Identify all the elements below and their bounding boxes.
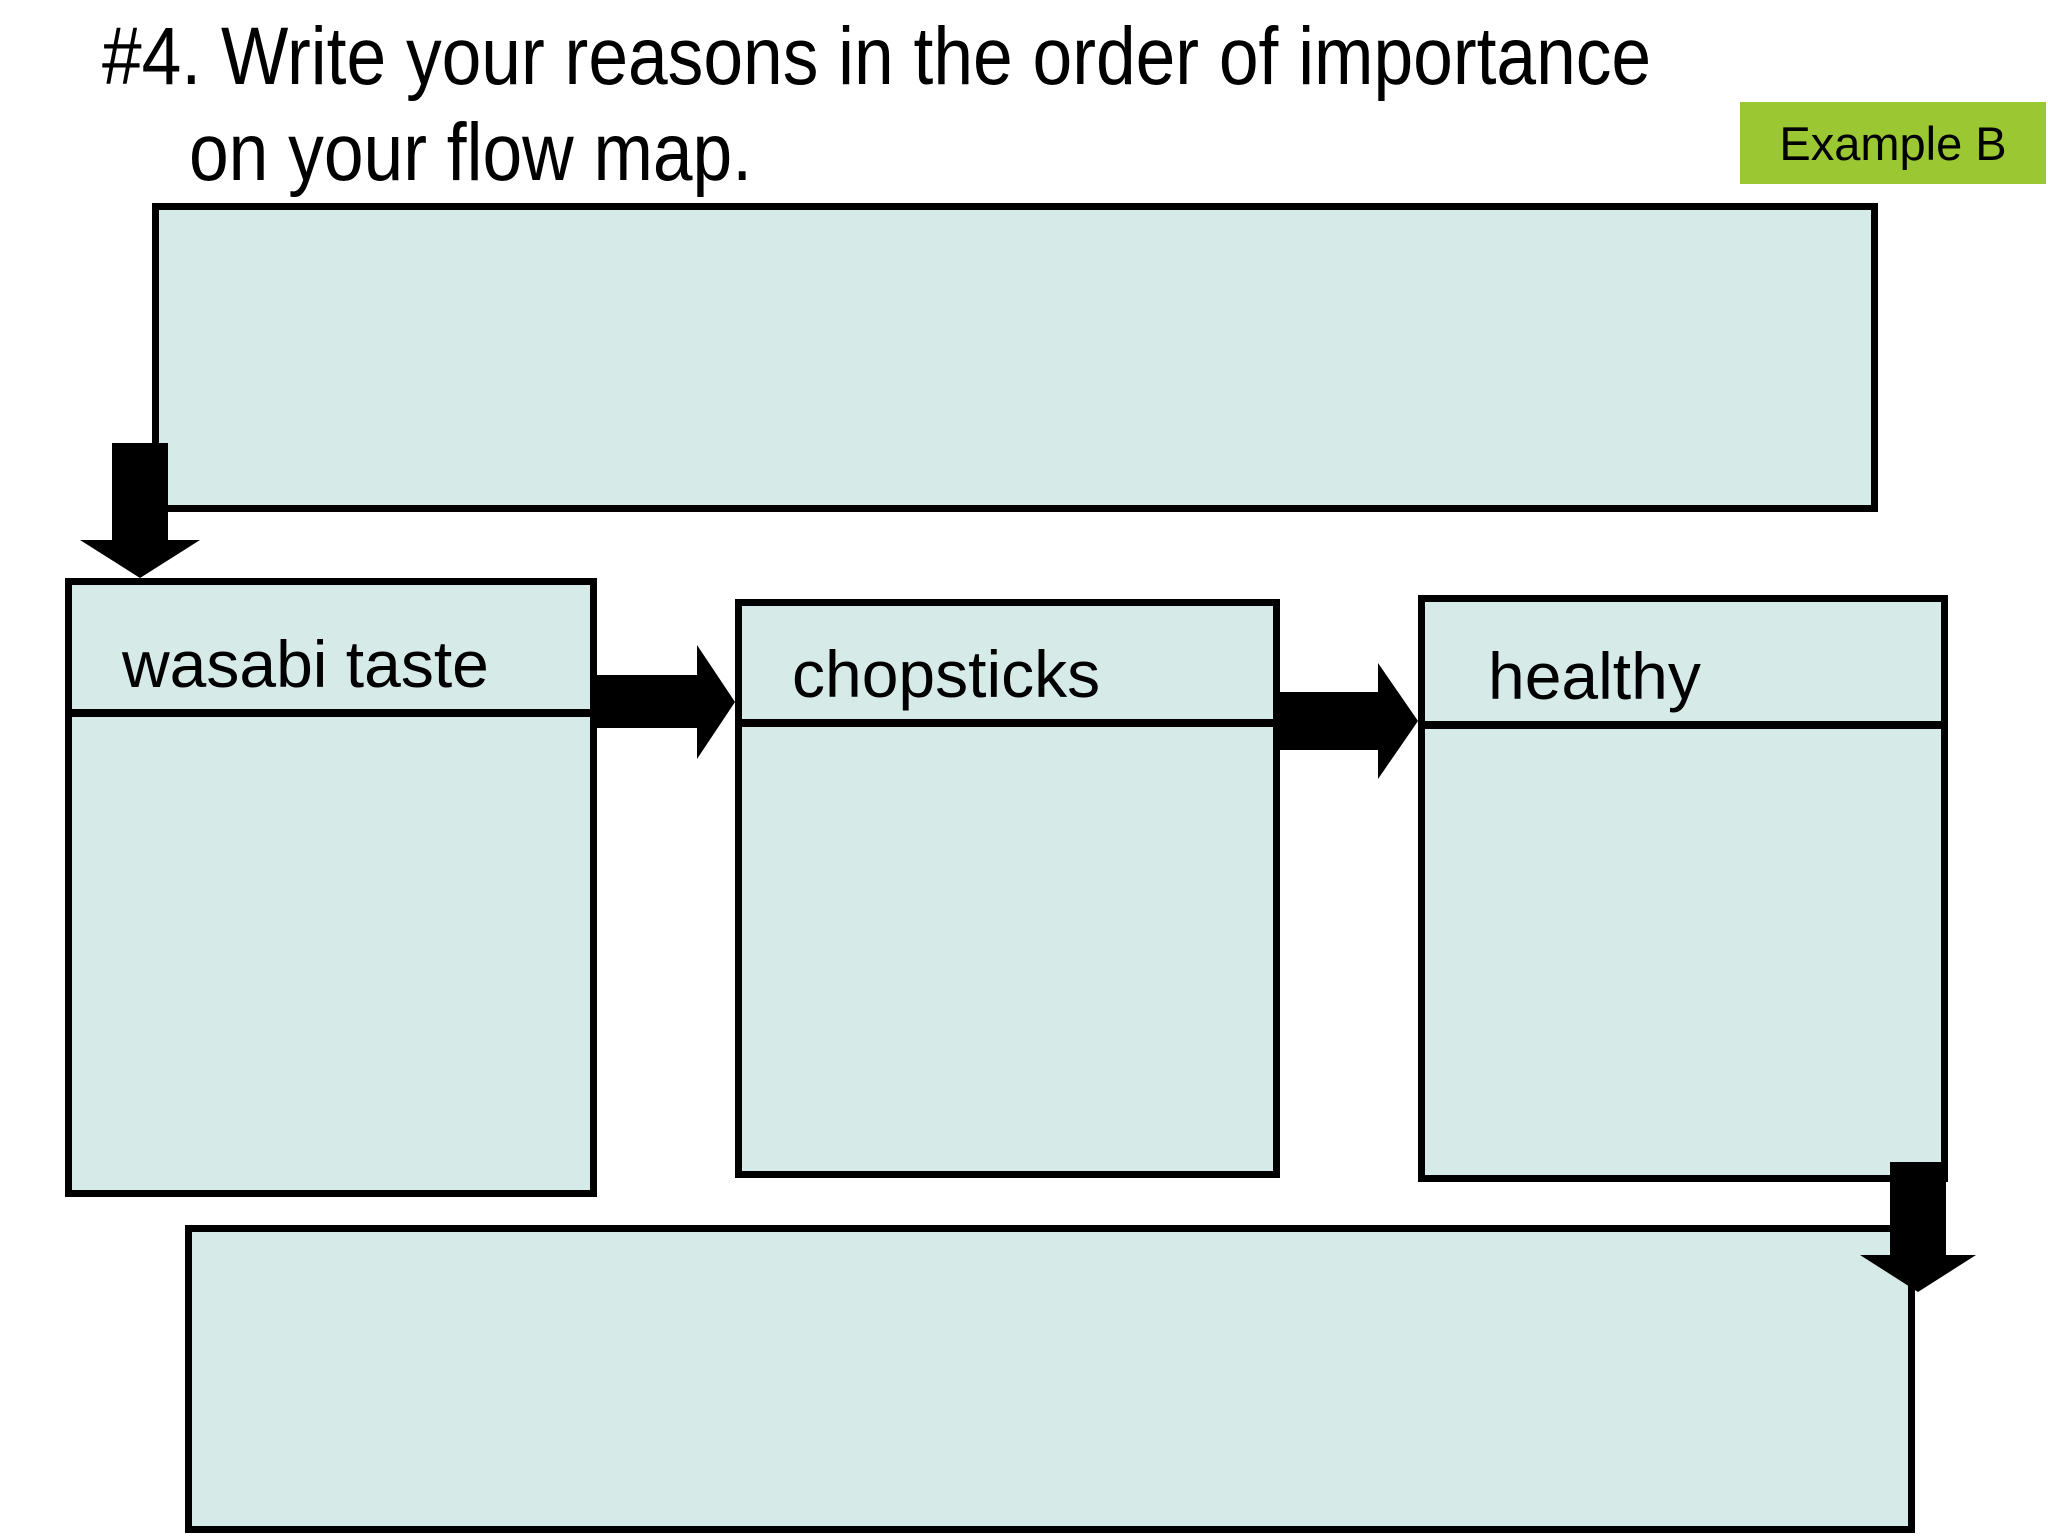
flow-box-wasabi-taste: wasabi taste [65, 578, 597, 1197]
slide-title-line2: on your flow map. [189, 107, 753, 198]
example-badge: Example B [1740, 102, 2046, 184]
arrow-down-icon [76, 443, 200, 578]
slide-title-line1: #4. Write your reasons in the order of i… [102, 11, 1652, 102]
arrow-right-icon [1280, 663, 1418, 779]
flow-box-bottom [185, 1225, 1915, 1533]
flow-box-chopsticks-header: chopsticks [742, 606, 1273, 727]
flow-box-chopsticks-label: chopsticks [792, 637, 1101, 711]
flow-box-wasabi-taste-label: wasabi taste [122, 627, 489, 701]
flow-box-wasabi-taste-header: wasabi taste [72, 585, 590, 717]
arrow-right-icon [597, 645, 735, 759]
flow-box-healthy-header: healthy [1425, 602, 1941, 729]
arrow-down-icon [1860, 1162, 1984, 1292]
flow-box-healthy: healthy [1418, 595, 1948, 1182]
flow-box-healthy-label: healthy [1488, 639, 1701, 713]
flow-box-top [152, 203, 1878, 512]
example-badge-label: Example B [1779, 116, 2007, 170]
flow-box-chopsticks: chopsticks [735, 599, 1280, 1178]
